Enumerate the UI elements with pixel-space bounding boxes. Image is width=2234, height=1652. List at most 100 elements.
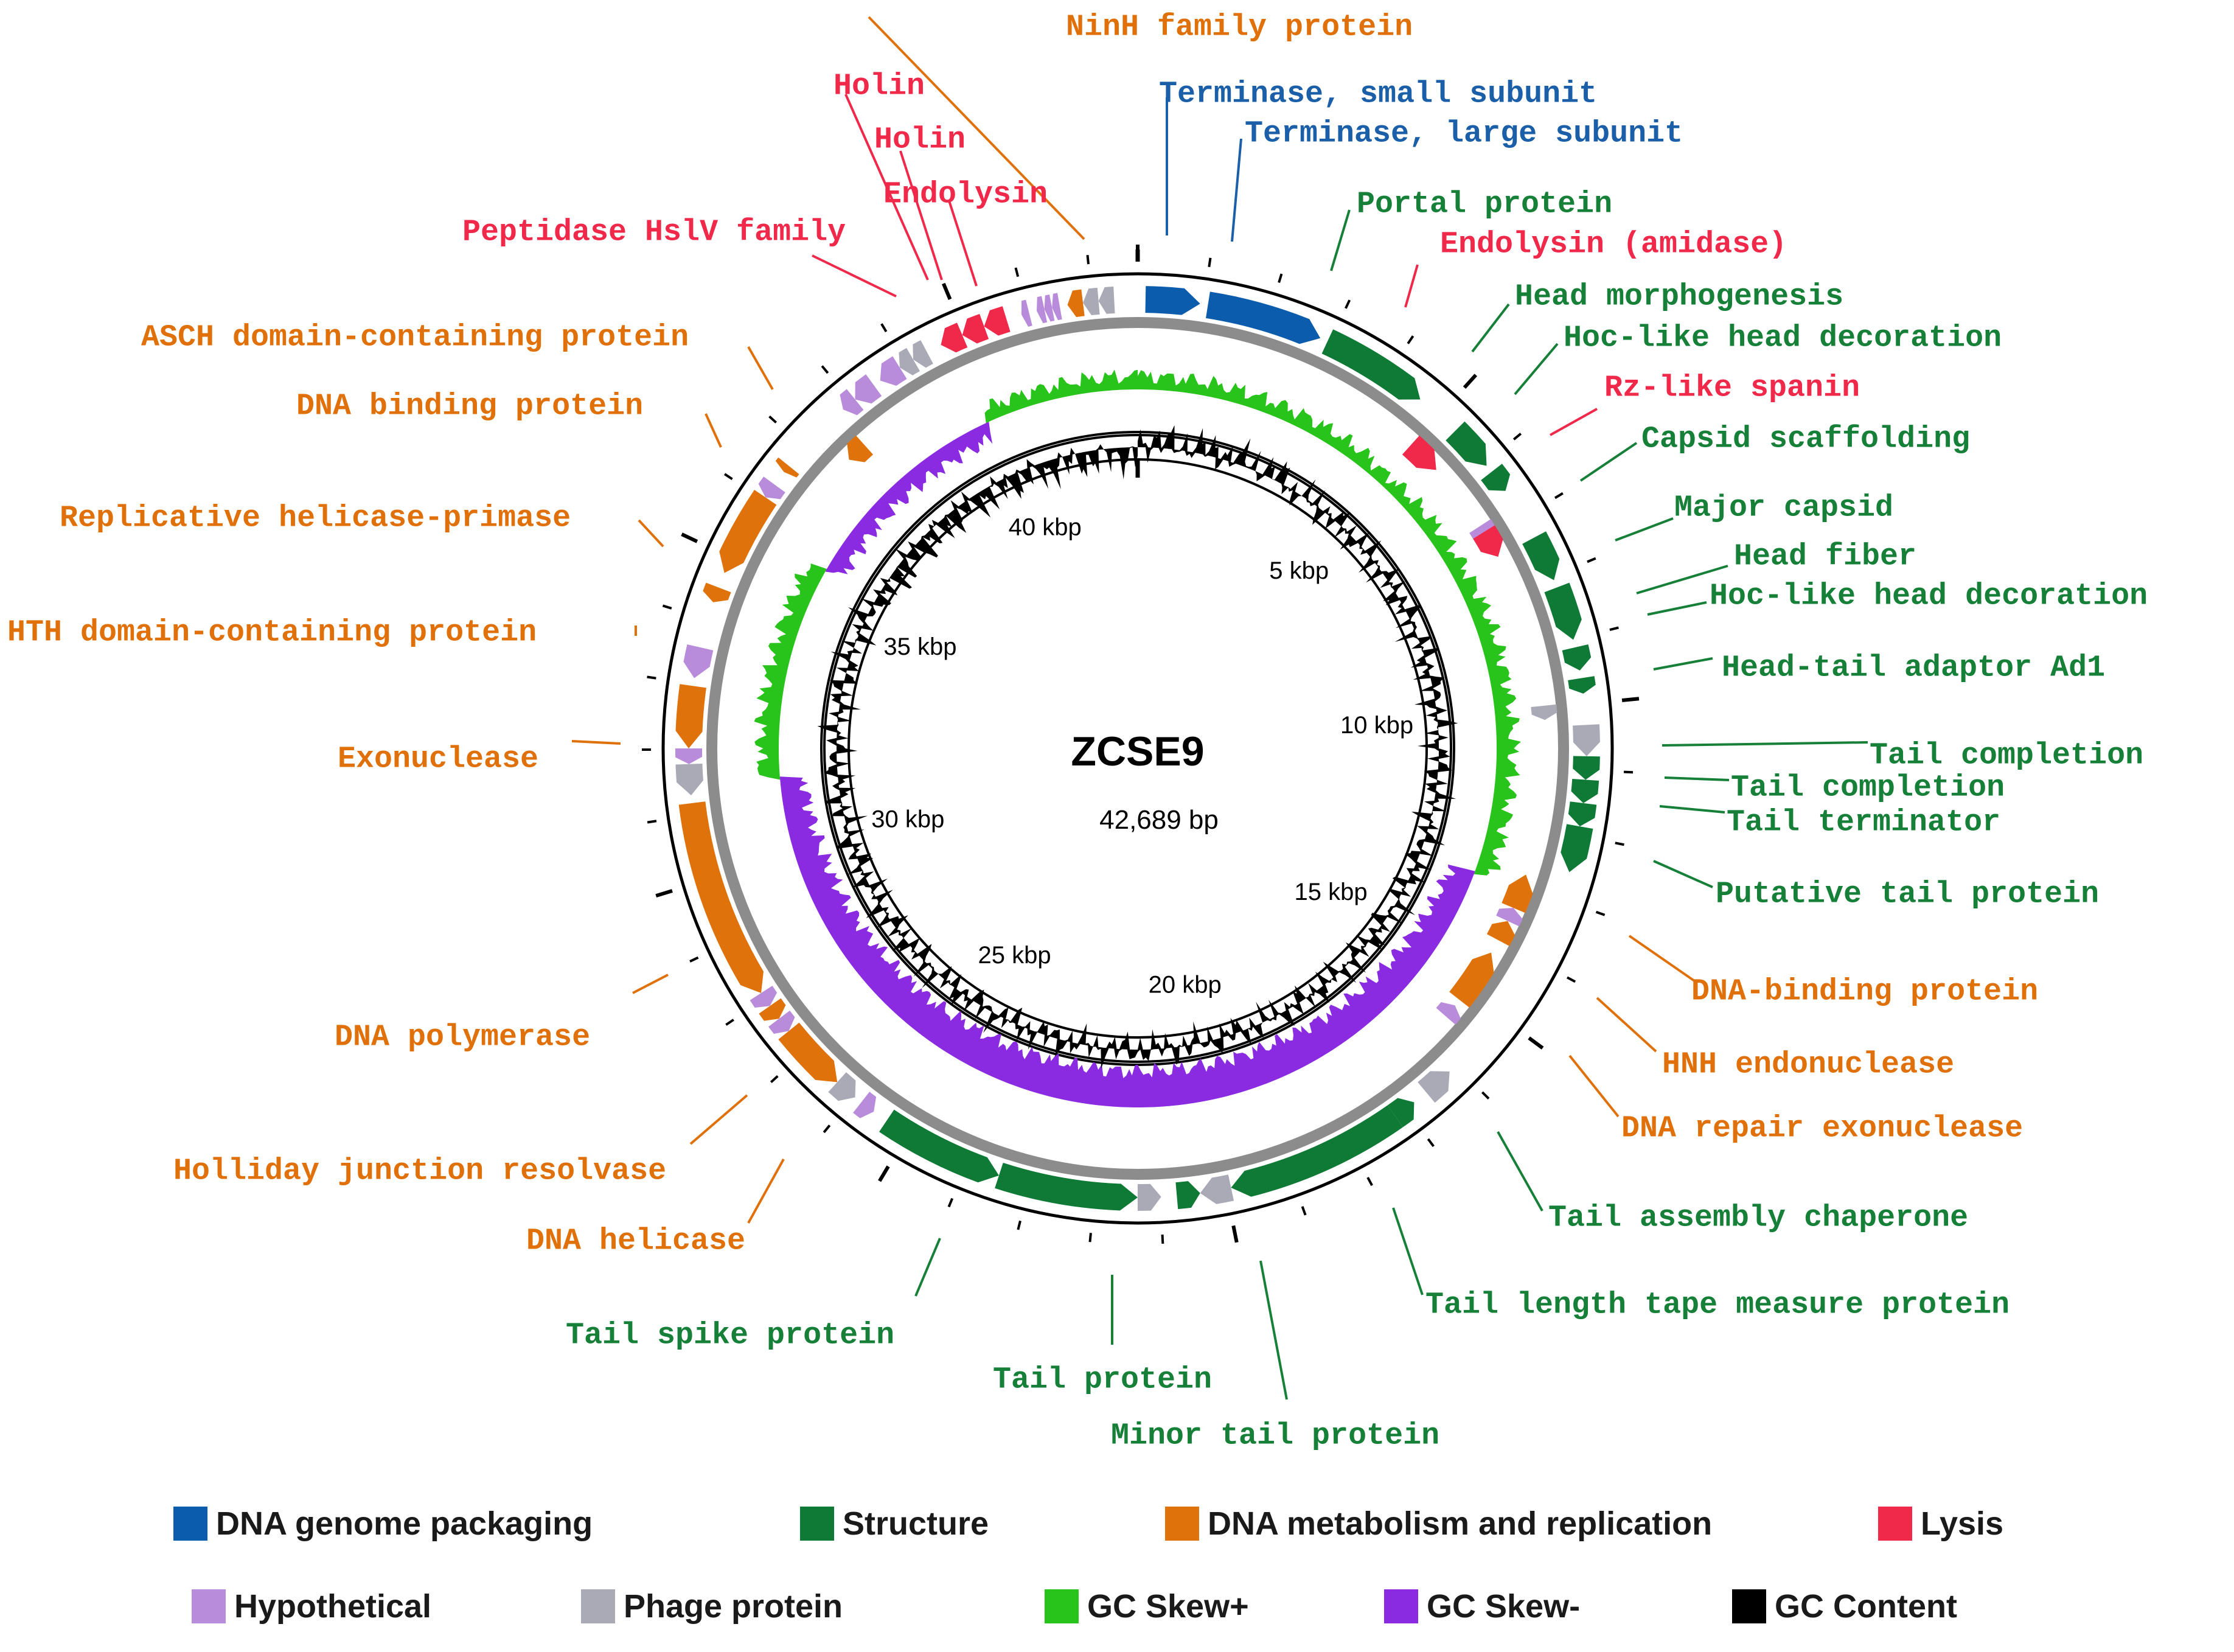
kbp-label: 20 kbp xyxy=(1149,971,1222,998)
leader-line xyxy=(899,150,943,281)
ruler-tick xyxy=(1554,492,1564,500)
gene-arrow-structure xyxy=(1571,778,1599,803)
gene-arrow-packaging xyxy=(1206,291,1321,344)
ruler-tick xyxy=(681,532,698,543)
leader-line xyxy=(1497,1131,1543,1211)
gene-arrow-hypothetical xyxy=(880,356,907,386)
gene-label: DNA repair exonuclease xyxy=(1621,1112,2023,1146)
gene-label: Putative tail protein xyxy=(1716,877,2099,912)
gene-arrow-hypothetical xyxy=(768,1010,795,1034)
legend-item-dna-metabolism: DNA metabolism and replication xyxy=(1165,1504,1712,1543)
leader-line xyxy=(1579,442,1638,482)
kbp-label: 10 kbp xyxy=(1340,712,1413,739)
leader-line xyxy=(1659,805,1725,814)
ruler-tick xyxy=(1278,273,1283,283)
leader-line xyxy=(632,974,669,994)
ruler-tick xyxy=(1366,1177,1373,1187)
gene-arrow-phage xyxy=(1531,704,1557,720)
legend-item-gc-skew-plus: GC Skew+ xyxy=(1045,1587,1249,1626)
gene-label: Tail length tape measure protein xyxy=(1425,1288,2010,1323)
ruler-tick xyxy=(1481,1091,1490,1100)
gene-arrow-hypothetical xyxy=(855,374,882,404)
gene-arrow-phage xyxy=(899,347,920,375)
gene-label: ASCH domain-containing protein xyxy=(141,321,689,355)
gene-arrow-lysis xyxy=(962,313,989,344)
leader-line xyxy=(1647,601,1707,616)
gene-label: Peptidase HslV family xyxy=(462,215,846,250)
legend-label: Hypothetical xyxy=(234,1588,432,1625)
gene-label: Holin xyxy=(874,123,966,158)
gene-label: Tail protein xyxy=(993,1363,1212,1398)
ruler-tick xyxy=(1528,1036,1544,1050)
gene-arrow-phage xyxy=(1138,1183,1161,1211)
gene-arrow-structure xyxy=(1561,824,1593,873)
ruler-tick xyxy=(662,604,672,610)
leader-line xyxy=(1568,1054,1620,1118)
leader-line xyxy=(1662,741,1868,747)
legend-label: GC Skew+ xyxy=(1087,1588,1249,1625)
legend-item-lysis: Lysis xyxy=(1878,1504,2003,1543)
leader-line xyxy=(1664,776,1730,781)
gene-label: Holliday junction resolvase xyxy=(173,1154,666,1189)
ruler-tick xyxy=(947,1197,954,1208)
legend: DNA genome packaging Structure DNA metab… xyxy=(0,1491,2234,1631)
gene-arrow-metabolism xyxy=(775,457,799,478)
gene-label: Minor tail protein xyxy=(1111,1419,1439,1454)
gene-arrow-phage xyxy=(1418,1071,1450,1103)
legend-label: DNA metabolism and replication xyxy=(1208,1505,1713,1542)
ruler-tick xyxy=(878,1165,890,1182)
gc-outer-ring xyxy=(823,434,1452,1063)
gene-arrow-hypothetical xyxy=(750,985,778,1008)
gene-arrow-structure xyxy=(879,1109,999,1183)
gene-arrow-phage xyxy=(1083,287,1100,316)
gene-arrow-hypothetical xyxy=(1021,299,1032,327)
kbp-label: 5 kbp xyxy=(1269,557,1329,584)
gene-arrow-metabolism xyxy=(703,582,731,602)
kbp-label: 40 kbp xyxy=(1009,514,1082,541)
ruler-tick xyxy=(880,323,888,333)
legend-label: GC Skew- xyxy=(1427,1588,1581,1625)
leader-line xyxy=(747,346,774,390)
leader-line xyxy=(948,200,978,287)
ruler-tick xyxy=(723,473,733,481)
leader-line xyxy=(1330,209,1351,271)
gene-arrow-phage xyxy=(1098,287,1115,314)
gene-arrow-hypothetical xyxy=(758,476,785,500)
leader-line xyxy=(1471,303,1510,353)
gene-label: Head-tail adaptor Ad1 xyxy=(1722,651,2105,686)
leader-line xyxy=(1231,138,1242,242)
gene-arrow-structure xyxy=(1568,676,1596,694)
gene-arrow-structure xyxy=(995,1162,1138,1211)
leader-line xyxy=(868,16,1085,240)
gene-arrow-structure xyxy=(1573,756,1600,780)
ruler-tick xyxy=(1595,910,1606,916)
gene-arrow-packaging xyxy=(1145,286,1200,315)
gene-label: DNA helicase xyxy=(526,1224,745,1259)
leader-line xyxy=(1514,343,1559,396)
legend-swatch xyxy=(1878,1507,1912,1541)
legend-swatch xyxy=(1045,1589,1079,1623)
ruler-tick xyxy=(1407,335,1415,344)
gene-arrow-phage xyxy=(913,340,933,368)
ruler-tick xyxy=(1512,433,1522,441)
genome-length: 42,689 bp xyxy=(1099,805,1219,835)
gene-arrow-structure xyxy=(1387,1098,1415,1127)
gene-arrow-lysis xyxy=(984,306,1011,336)
gene-arrow-hypothetical xyxy=(1052,293,1062,321)
leader-line xyxy=(1653,860,1713,888)
leader-line xyxy=(1259,1260,1288,1400)
gene-arrow-structure xyxy=(1231,1105,1403,1197)
legend-label: Lysis xyxy=(1921,1505,2004,1542)
gene-arrow-structure xyxy=(1446,421,1487,466)
gene-arrow-hypothetical xyxy=(1496,908,1523,927)
ruler-tick xyxy=(1345,299,1351,309)
legend-label: Structure xyxy=(843,1505,989,1542)
gene-label: Rz-like spanin xyxy=(1604,371,1860,406)
leader-line xyxy=(705,413,722,448)
legend-item-dna-genome-packaging: DNA genome packaging xyxy=(173,1504,593,1543)
gene-arrow-hypothetical xyxy=(683,644,714,678)
gene-label: DNA-binding protein xyxy=(1691,975,2038,1009)
gene-arrow-lysis xyxy=(1402,435,1436,470)
genome-name: ZCSE9 xyxy=(1071,728,1204,775)
